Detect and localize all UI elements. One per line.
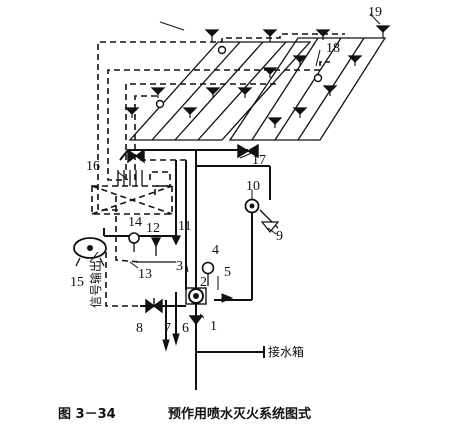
pressure-gauge-14 [128,232,140,252]
fire-detectors [155,45,323,109]
sprinkler-head [205,87,221,98]
preaction-valve-2 [185,287,207,305]
sprinkler-grid-right [228,37,387,141]
sprinkler-pipe-network [119,37,387,161]
label-17: 17 [252,153,266,168]
control-panel-16 [91,170,173,215]
label-18: 18 [326,41,340,56]
label-12: 12 [146,221,160,236]
pressure-gauge-4 [201,261,215,286]
figure-number: 图 3－34 [58,407,116,422]
alarm-valve-5 [221,293,234,303]
valve-17 [237,143,259,159]
label-3: 3 [176,259,183,274]
pressure-switch-9 [260,221,280,233]
valve-8 [145,298,163,314]
sprinkler-head [204,29,220,42]
label-5: 5 [224,265,231,280]
label-6: 6 [182,321,189,336]
label-11: 11 [178,219,191,234]
detector [313,73,323,83]
sprinkler-head [292,55,308,66]
label-2: 2 [200,275,207,290]
drain-arrows [162,333,180,352]
label-19: 19 [368,5,382,20]
sprinkler-grid-left [128,41,312,141]
sprinkler-head [237,87,253,98]
sprinkler-head [322,85,338,96]
sprinkler-head [262,29,278,42]
sprinkler-head [124,107,140,118]
label-7: 7 [164,321,171,336]
valve-12 [150,237,162,256]
label-4: 4 [212,243,219,258]
figure-title: 预作用喷水灭火系统图式 [168,406,311,422]
leader-lines [89,13,381,319]
label-15: 15 [70,275,84,290]
sprinkler-head [267,117,283,128]
label-10: 10 [246,179,260,194]
sprinkler-head [262,67,278,78]
sprinkler-head [347,55,363,66]
sprinkler-heads [124,25,391,128]
label-1: 1 [210,319,217,334]
label-9: 9 [276,229,283,244]
label-8: 8 [136,321,143,336]
label-16: 16 [86,159,100,174]
water-motor-alarm-10 [244,198,260,214]
sprinkler-head [375,25,391,38]
sprinkler-head [150,87,166,98]
sprinkler-head [182,107,198,118]
water-tank-text: 接水箱 [268,344,304,359]
air-compressor-15 [73,237,107,267]
valve-11 [170,235,182,246]
signal-output-text: 信号输出 [88,260,103,308]
sprinkler-head [315,29,331,40]
sprinkler-head [292,107,308,118]
detector [217,45,227,55]
detector [155,99,165,109]
main-pipes [103,150,279,390]
number-labels: 19 18 17 16 10 9 14 12 11 15 13 3 4 5 2 … [70,5,382,336]
label-14: 14 [128,215,142,230]
valve-1 [188,315,204,330]
label-13: 13 [138,267,152,282]
panel-valve [127,148,145,164]
